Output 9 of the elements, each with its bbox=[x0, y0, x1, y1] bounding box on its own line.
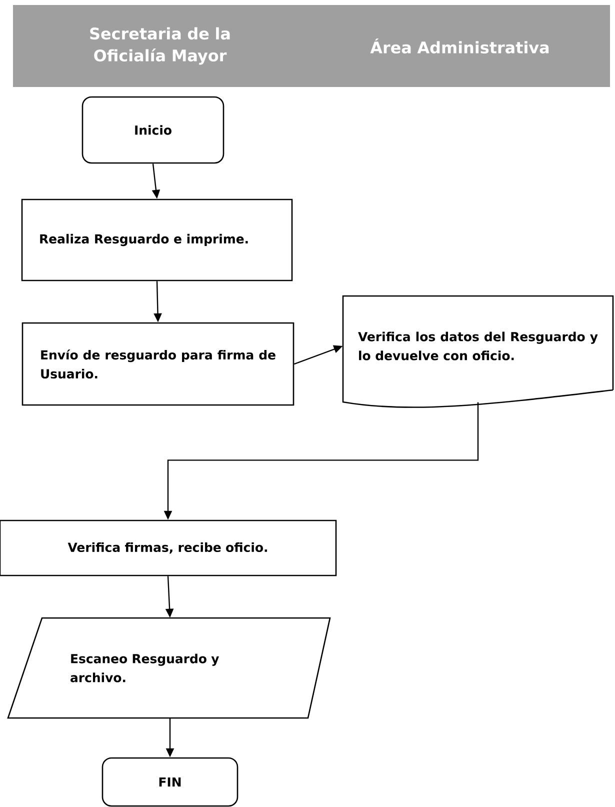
column-header: Secretaria de la Oficialía Mayor bbox=[90, 27, 230, 65]
terminal-box: Inicio bbox=[82, 96, 224, 164]
process-box: Realiza Resguardo e imprime. bbox=[21, 198, 293, 282]
process-box: Verifica firmas, recibe oficio. bbox=[0, 520, 337, 576]
data-parallelogram: Escaneo Resguardo y archivo. bbox=[7, 617, 331, 719]
column-header: Área Administrativa bbox=[370, 38, 549, 54]
document-shape: Verifica los datos del Resguardo y lo devuelve con oficio. bbox=[342, 295, 614, 408]
terminal-box: FIN bbox=[102, 757, 238, 807]
process-box: Envío de resguardo para firma de Usuario. bbox=[22, 322, 294, 406]
